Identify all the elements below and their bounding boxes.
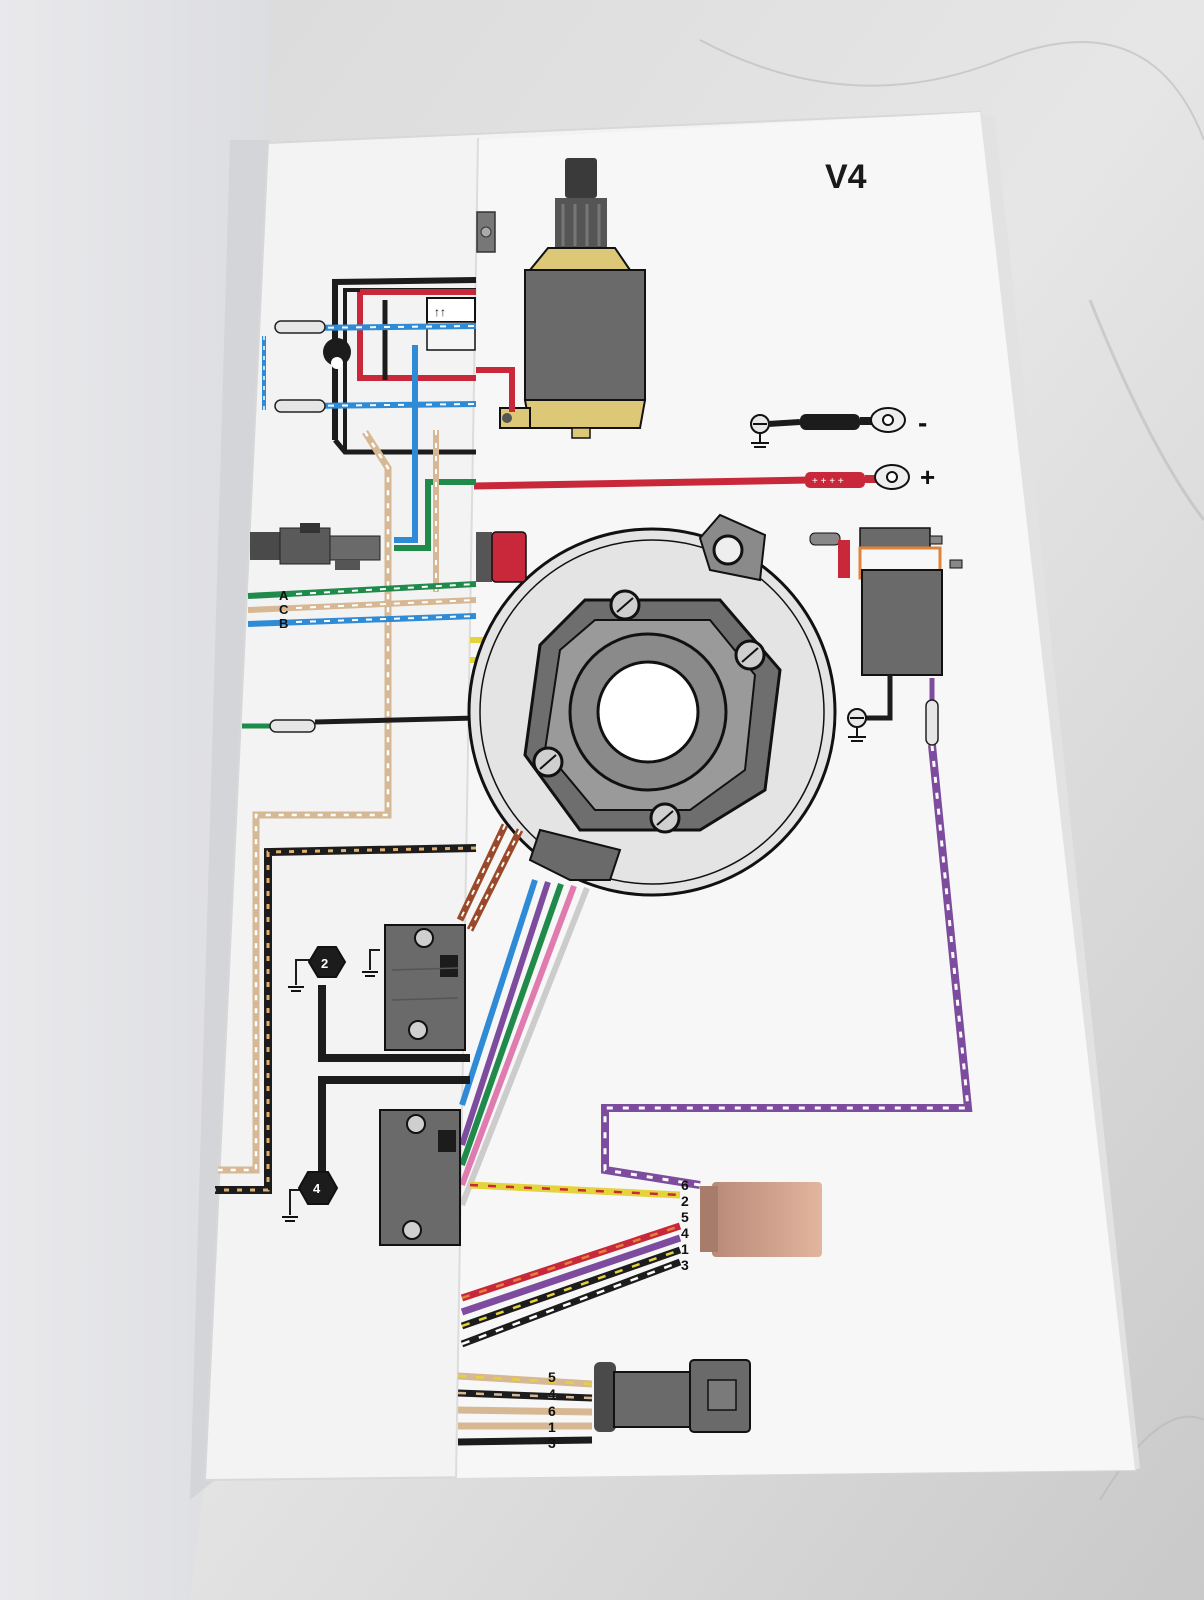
blue-white-leads [262,323,477,410]
six-pin-label-2: 2 [681,1193,689,1209]
starter-motor [499,158,647,439]
stator-assembly [467,513,837,897]
battery-positive-cable: + + + + [473,464,910,490]
five-pin-label-6: 6 [548,1403,556,1419]
book-spine-shadow [190,140,270,1500]
marble-vein [1099,1415,1204,1501]
battery-positive-label: + [920,462,935,492]
left-harness-connector [250,523,381,570]
six-pin-connector-body [712,1182,822,1257]
blue-lead [394,345,418,543]
bullet-connector [925,699,939,746]
stator-lead-bundle [459,879,590,1207]
abc-leads [247,581,477,627]
green-lead [394,479,476,551]
battery-negative-label: - [918,407,927,438]
page-edge-stack [980,112,1140,1470]
pin-label-a: A [279,588,289,603]
svg-text:+ + + +: + + + + [812,476,844,487]
bullet-connector [269,719,316,733]
five-pin-connector [594,1359,751,1433]
six-pin-connector-collar [700,1186,718,1252]
ignition-coil [809,527,963,742]
starter-red-lead [476,367,515,412]
pin-label-c: C [279,602,289,617]
page-title: V4 [825,158,867,196]
six-pin-label-1: 1 [681,1241,689,1257]
bullet-connector [274,320,326,334]
brown-leads [456,823,524,932]
svg-text:↑↑: ↑↑ [434,305,446,319]
five-pin-label-5: 5 [548,1369,556,1385]
red-cap-part [476,531,527,583]
five-pin-label-1: 1 [548,1419,556,1435]
marble-vein [699,39,1204,141]
foldout-crease [455,137,479,1479]
six-pin-leads [460,1181,682,1348]
purple-white-lead [601,678,973,1189]
black-lead [314,715,477,725]
five-pin-leads [457,1372,593,1446]
black-tan-lead [215,844,477,1194]
coil-number-4: 4 [313,1181,321,1196]
marble-vein [1088,299,1204,521]
six-pin-label-6: 6 [681,1177,689,1193]
six-pin-label-4: 4 [681,1225,689,1241]
tan-white-lead [218,430,439,1174]
terminal-screw [480,226,492,238]
coil-pack-lower [379,1109,461,1246]
coil-number-2: 2 [321,956,328,971]
coil-terminal-hex [307,946,347,978]
pin-label-b: B [279,616,288,631]
battery-negative-cable [750,407,906,448]
coil-pack-upper [384,924,466,1051]
six-pin-label-5: 5 [681,1209,689,1225]
five-pin-label-3: 3 [548,1435,556,1451]
six-pin-label-3: 3 [681,1257,689,1273]
bullet-connector [274,399,326,413]
coil-terminal-hex [297,1171,339,1205]
five-pin-label-4: 4 [548,1386,556,1402]
